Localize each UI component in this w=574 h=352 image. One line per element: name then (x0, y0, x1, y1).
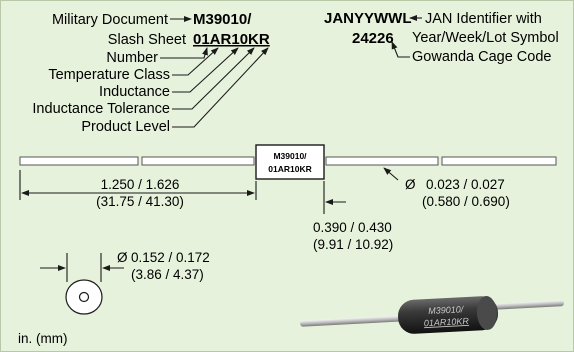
label-slash-sheet: Slash Sheet (108, 32, 186, 48)
leader-inductance (172, 47, 239, 93)
lead-right-segment-1 (325, 156, 439, 166)
units-note: in. (mm) (18, 331, 68, 346)
lead-left-segment-2 (141, 156, 255, 166)
label-number: Number (106, 50, 158, 66)
label-product-level: Product Level (81, 119, 170, 135)
dim-body-length-mm: (9.91 / 10.92) (313, 237, 393, 252)
label-temperature-class: Temperature Class (48, 67, 170, 83)
component-illustration: M39010/ 01AR10KR (300, 295, 564, 334)
dim-lead-length: 1.250 / 1.626 (101, 177, 180, 192)
label-jan-identifier-line2: Year/Week/Lot Symbol (412, 30, 559, 46)
label-cage-code: Gowanda Cage Code (412, 49, 551, 65)
illustration-lead-right (490, 300, 564, 310)
label-inductance: Inductance (99, 84, 170, 100)
illustration-body-end (476, 295, 497, 330)
body-outline-marking-line2: 01AR10KR (268, 164, 311, 174)
component-body-outline (255, 144, 325, 180)
label-inductance-tolerance: Inductance Tolerance (32, 101, 170, 117)
label-jan-identifier-line1: JAN Identifier with (425, 11, 542, 27)
dim-body-diameter-mm: (3.86 / 4.37) (131, 267, 204, 282)
leader-temperature-class (172, 47, 219, 76)
leader-cage-code (391, 41, 410, 58)
end-view-lead-circle (78, 291, 90, 303)
dim-body-length: 0.390 / 0.430 (313, 220, 392, 235)
leader-product-level (172, 47, 269, 128)
illustration-lead-left (300, 315, 406, 327)
dim-body-diameter-symbol: Ø (117, 250, 128, 265)
leader-number (160, 47, 208, 59)
illustration-marking-line2: 01AR10KR (424, 316, 470, 328)
leader-inductance-tolerance (172, 47, 255, 110)
part-number-line2: 01AR10KR (193, 31, 270, 48)
leader-lead-diameter (383, 167, 399, 181)
dim-lead-diameter: 0.023 / 0.027 (426, 177, 505, 192)
lead-right-segment-2 (441, 156, 557, 166)
jan-marking-line1: JANYYWWL (324, 10, 412, 27)
part-number-line1: M39010/ (193, 11, 252, 28)
dim-lead-diameter-symbol: Ø (405, 177, 416, 192)
dim-lead-length-mm: (31.75 / 41.30) (96, 194, 184, 209)
illustration-body (397, 296, 499, 334)
body-outline-marking-line1: M39010/ (273, 151, 307, 161)
jan-marking-line2: 24226 (352, 30, 394, 47)
dim-lead-diameter-mm: (0.580 / 0.690) (422, 194, 510, 209)
dim-body-diameter: 0.152 / 0.172 (131, 250, 210, 265)
illustration-marking-line1: M39010/ (428, 304, 465, 316)
label-military-document: Military Document (52, 12, 168, 28)
lead-left-segment-1 (19, 156, 139, 166)
